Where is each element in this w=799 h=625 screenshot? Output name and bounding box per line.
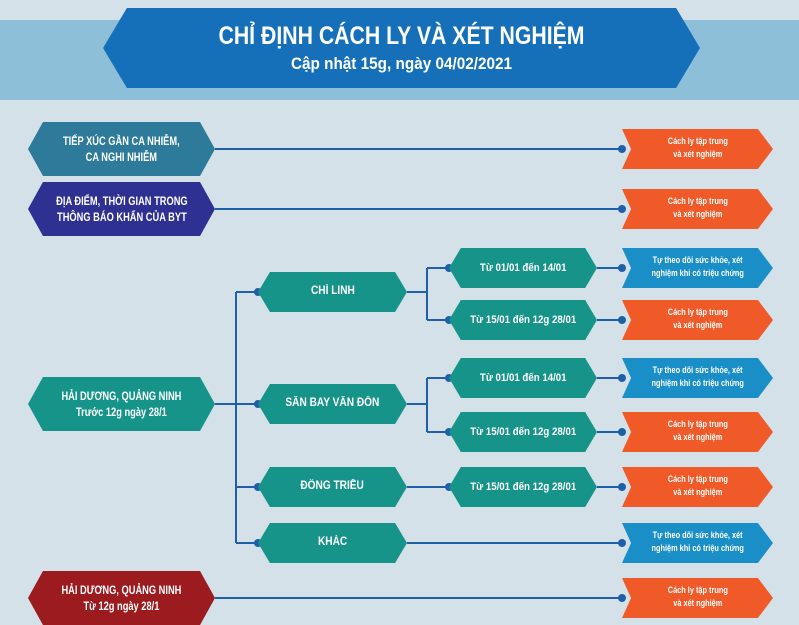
title-banner: CHỈ ĐỊNH CÁCH LY VÀ XÉT NGHIỆM Cập nhật …: [103, 8, 700, 88]
page-title: CHỈ ĐỊNH CÁCH LY VÀ XÉT NGHIỆM: [218, 22, 585, 50]
area-dong-trieu: ĐÔNG TRIỀU: [258, 467, 407, 507]
group-close-contact: TIẾP XÚC GẦN CA NHIỄM,CA NGHI NHIỄM: [28, 122, 215, 176]
area-other: KHÁC: [258, 523, 407, 563]
period-box: Từ 01/01 đến 14/01: [449, 358, 597, 398]
area-van-don: SÂN BAY VÂN ĐỒN: [258, 384, 407, 424]
period-box: Từ 15/01 đến 12g 28/01: [449, 412, 597, 452]
period-box: Từ 15/01 đến 12g 28/01: [449, 467, 597, 507]
page-subtitle: Cập nhật 15g, ngày 04/02/2021: [290, 54, 513, 73]
period-box: Từ 01/01 đến 14/01: [449, 248, 597, 288]
area-chi-linh: CHÍ LINH: [258, 272, 407, 312]
period-box: Từ 15/01 đến 12g 28/01: [449, 300, 597, 340]
